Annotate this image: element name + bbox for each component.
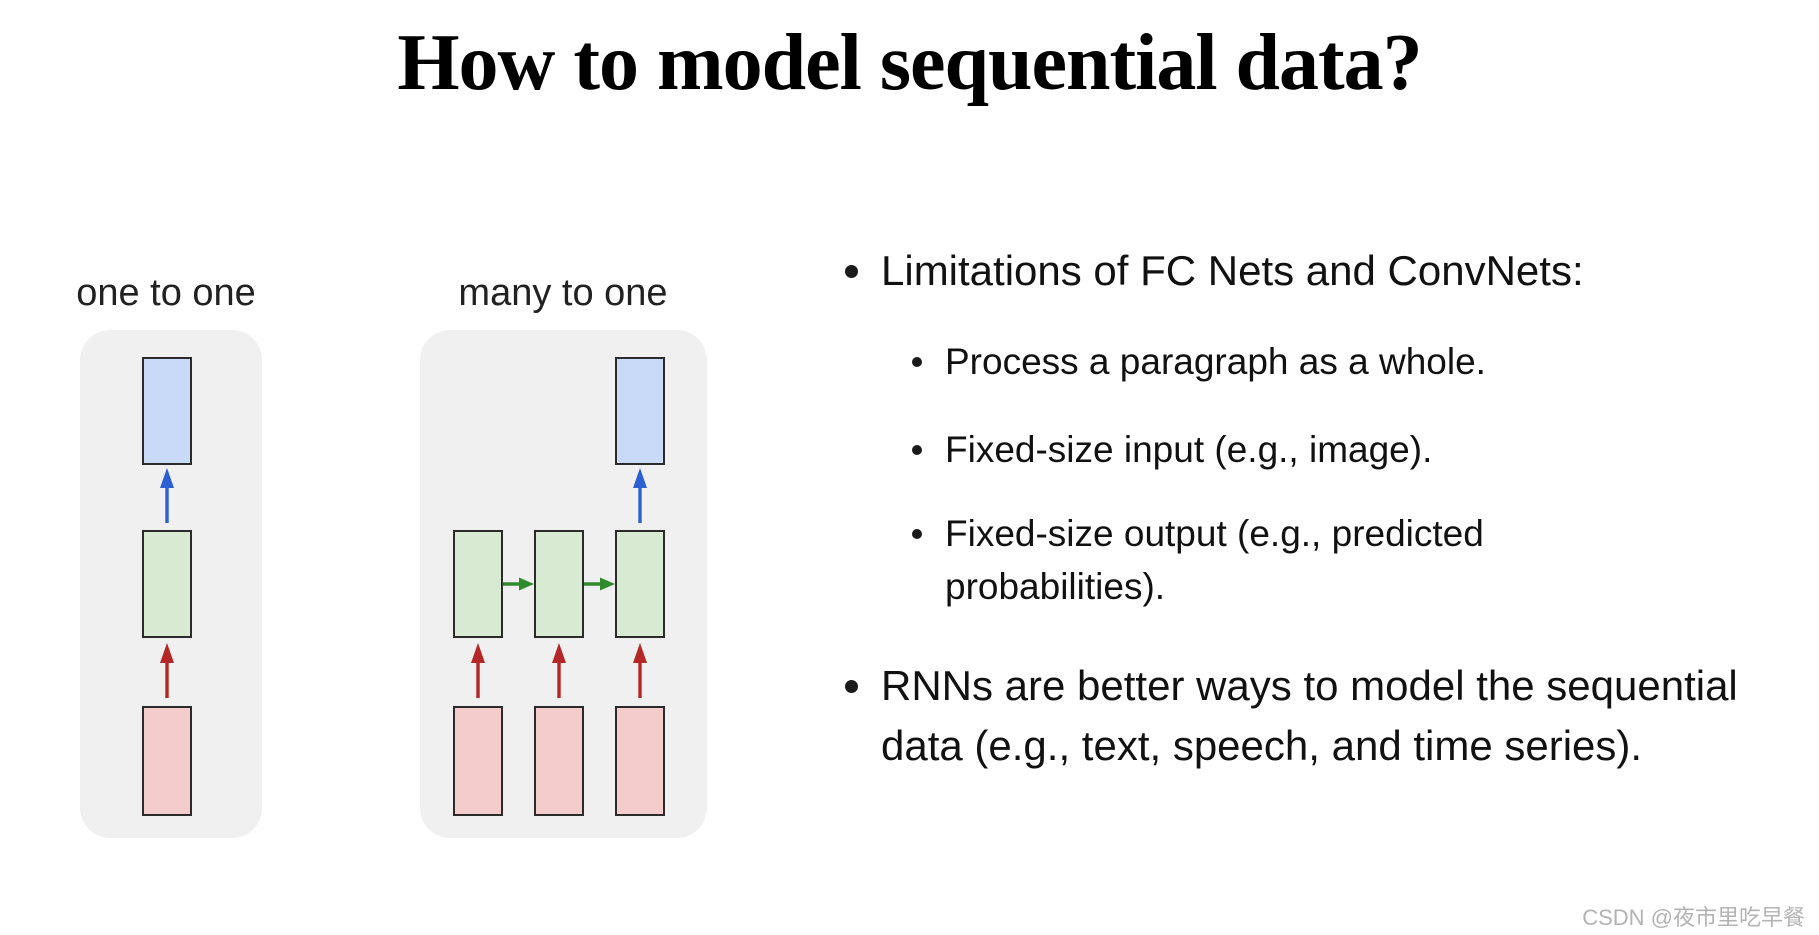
hidden-state-box	[534, 530, 584, 638]
many-to-one-diagram	[420, 330, 707, 838]
sub-bullet-text: Fixed-size output (e.g., predicted proba…	[945, 513, 1484, 607]
hidden-state-box	[453, 530, 503, 638]
watermark: CSDN @夜市里吃早餐	[1582, 905, 1805, 930]
sub-bullet-item: Fixed-size output (e.g., predicted proba…	[912, 507, 1645, 613]
up-arrow-icon	[552, 643, 566, 698]
bullet-text: RNNs are better ways to model the sequen…	[881, 662, 1738, 769]
page-title: How to model sequential data?	[397, 19, 1422, 107]
input-box	[615, 706, 665, 816]
input-box	[534, 706, 584, 816]
output-box	[142, 357, 192, 465]
output-box	[615, 357, 665, 465]
up-arrow-icon	[471, 643, 485, 698]
bullet-dot	[845, 265, 858, 278]
one-to-one-label: one to one	[76, 272, 256, 314]
input-box	[142, 706, 192, 816]
bullet-text: Limitations of FC Nets and ConvNets:	[881, 247, 1584, 294]
many-to-one-label: many to one	[458, 272, 668, 314]
sub-bullet-text: Process a paragraph as a whole.	[945, 341, 1486, 382]
input-box	[453, 706, 503, 816]
right-arrow-icon	[503, 577, 534, 591]
up-arrow-icon	[160, 643, 174, 698]
up-arrow-icon	[633, 643, 647, 698]
sub-bullet-text: Fixed-size input (e.g., image).	[945, 429, 1433, 470]
bullet-item: Limitations of FC Nets and ConvNets:	[845, 241, 1584, 301]
hidden-state-box	[142, 530, 192, 638]
up-arrow-icon	[160, 468, 174, 523]
bullet-dot	[912, 529, 922, 539]
bullet-item: RNNs are better ways to model the sequen…	[845, 656, 1761, 776]
sub-bullet-item: Process a paragraph as a whole.	[912, 335, 1486, 388]
up-arrow-icon	[633, 468, 647, 523]
bullet-dot	[912, 445, 922, 455]
bullet-dot	[912, 357, 922, 367]
hidden-state-box	[615, 530, 665, 638]
sub-bullet-item: Fixed-size input (e.g., image).	[912, 423, 1432, 476]
bullet-dot	[845, 680, 858, 693]
right-arrow-icon	[584, 577, 615, 591]
one-to-one-diagram	[80, 330, 262, 838]
